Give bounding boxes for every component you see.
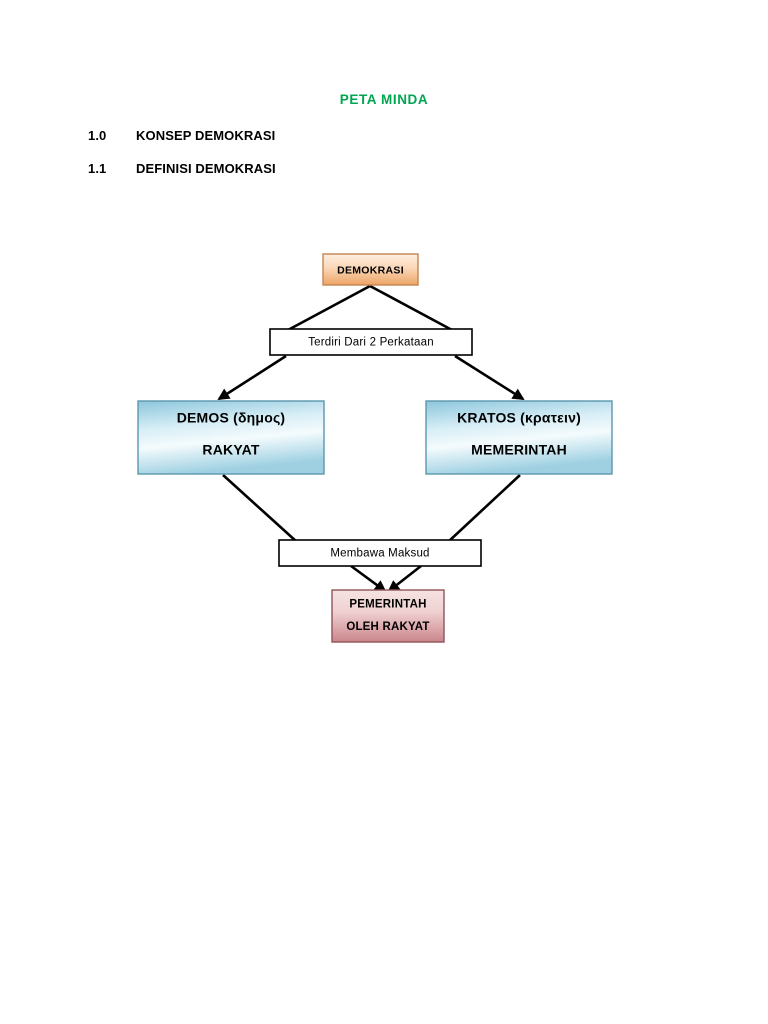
node-membawa-label: Membawa Maksud <box>330 548 429 560</box>
node-pemerintah-box[interactable] <box>331 589 445 643</box>
edge-split-to-kratos <box>454 354 525 401</box>
edge-kratos-to-meaning <box>447 474 521 543</box>
node-kratos-label-line1: KRATOS (κρατειν) <box>457 410 581 426</box>
connector-group <box>217 284 525 593</box>
edge-root-to-split-left <box>287 284 371 332</box>
node-demokrasi-box[interactable] <box>322 253 419 286</box>
heading-1-0-number: 1.0 <box>88 128 107 143</box>
node-pemerintah-label-line2: OLEH RAKYAT <box>346 621 429 633</box>
node-demokrasi[interactable]: DEMOKRASI <box>322 253 419 286</box>
edge-meaning-to-result-left <box>350 564 387 593</box>
node-membawa-maksud[interactable]: Membawa Maksud <box>278 539 482 567</box>
edge-meaning-to-result-right <box>387 564 422 593</box>
node-kratos-label-line2: MEMERINTAH <box>471 442 567 458</box>
heading-1-1: 1.1 DEFINISI DEMOKRASI <box>88 161 276 176</box>
node-membawa-box[interactable] <box>278 539 482 567</box>
heading-1-0: 1.0 KONSEP DEMOKRASI <box>88 128 275 143</box>
page-title: PETA MINDA <box>339 92 429 107</box>
node-pemerintah-oleh-rakyat[interactable]: PEMERINTAH OLEH RAKYAT <box>331 589 445 643</box>
node-kratos[interactable]: KRATOS (κρατειν) MEMERINTAH <box>425 400 613 475</box>
heading-1-0-text: KONSEP DEMOKRASI <box>136 128 276 143</box>
node-kratos-box[interactable] <box>425 400 613 475</box>
edge-demos-to-meaning <box>222 474 298 543</box>
node-demos[interactable]: DEMOS (δημος) RAKYAT <box>137 400 325 475</box>
node-terdiri-dari-2-perkataan[interactable]: Terdiri Dari 2 Perkataan <box>269 328 473 356</box>
node-pemerintah-label-line1: PEMERINTAH <box>349 599 426 611</box>
edge-root-to-split-right <box>369 284 453 332</box>
heading-1-1-text: DEFINISI DEMOKRASI <box>136 161 276 176</box>
node-demokrasi-label: DEMOKRASI <box>337 264 404 276</box>
node-terdiri-label: Terdiri Dari 2 Perkataan <box>308 337 434 349</box>
node-demos-label-line1: DEMOS (δημος) <box>177 410 286 426</box>
heading-1-1-number: 1.1 <box>88 161 107 176</box>
edge-split-to-demos <box>217 354 287 401</box>
node-demos-box[interactable] <box>137 400 325 475</box>
node-terdiri-box[interactable] <box>269 328 473 356</box>
node-demos-label-line2: RAKYAT <box>202 442 259 458</box>
